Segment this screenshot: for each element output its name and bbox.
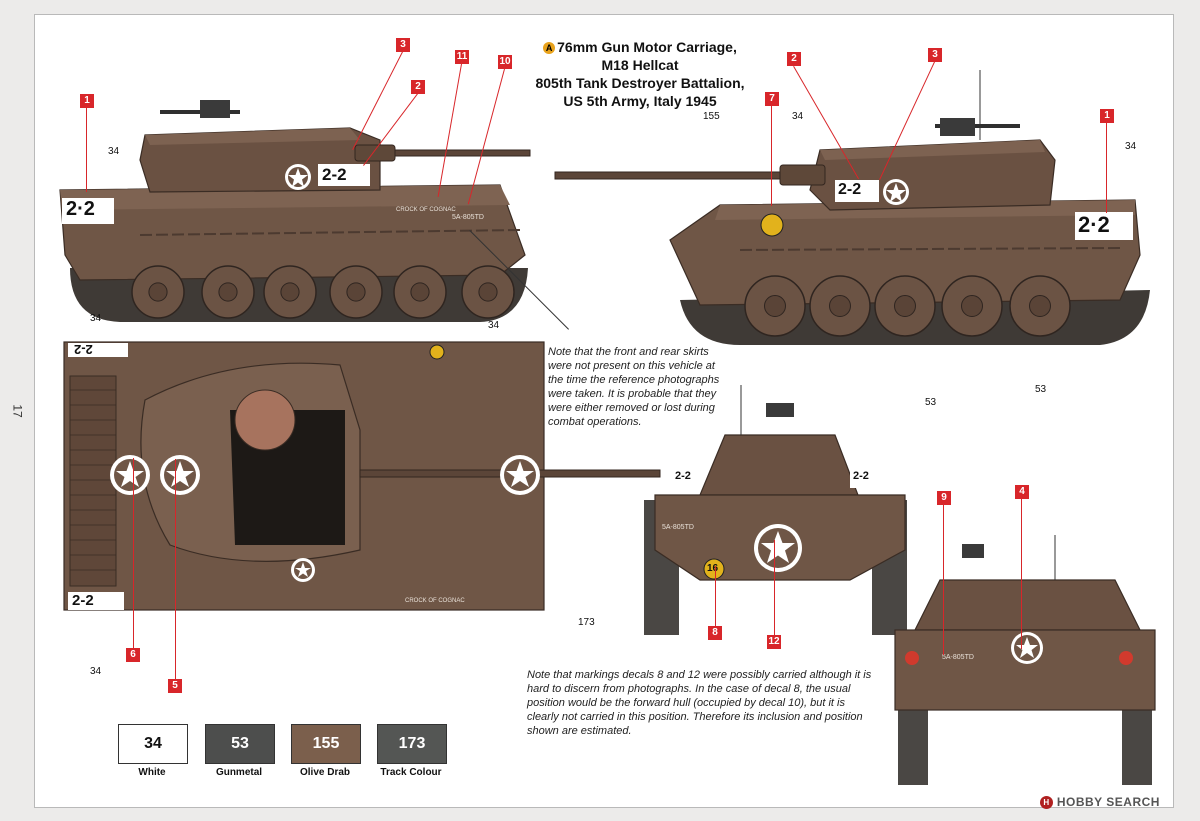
paint-ref: 53	[1035, 384, 1047, 395]
decal-tag: 12	[767, 635, 781, 649]
right-hull-number: 2·2	[1078, 212, 1110, 237]
colour-label: Olive Drab	[299, 767, 351, 778]
title-line-3: 805th Tank Destroyer Battalion,	[535, 75, 745, 91]
title-line-4: US 5th Army, Italy 1945	[563, 93, 717, 109]
title-line-1: 76mm Gun Motor Carriage,	[557, 39, 737, 55]
left-hull-number: 2·2	[66, 198, 95, 220]
leader-line	[771, 106, 772, 206]
decal-tag: 4	[1015, 485, 1029, 499]
colour-swatch-track: 173	[377, 724, 447, 764]
top-hull-number: 2-2	[72, 592, 94, 609]
watermark-logo-icon: H	[1040, 796, 1053, 809]
decal-tag: 7	[765, 92, 779, 106]
paint-ref: 155	[703, 111, 720, 122]
front-unit-code: 5A-805TD	[662, 524, 694, 531]
decal-tag: 9	[937, 491, 951, 505]
front-turret-number-right: 2-2	[853, 470, 869, 482]
leader-line	[1021, 499, 1022, 649]
decal-tag: 5	[168, 679, 182, 693]
paint-ref: 34	[488, 320, 500, 331]
decal-tag: 6	[126, 648, 140, 662]
skirts-note: Note that the front and rear skirts were…	[548, 346, 720, 428]
leader-line	[943, 505, 944, 655]
paint-ref: 34	[90, 313, 102, 324]
colour-swatch-olive-drab: 155	[291, 724, 361, 764]
paint-ref: 34	[1125, 141, 1137, 152]
decal-tag: 2	[787, 52, 801, 66]
decal-tag: 3	[396, 38, 410, 52]
right-turret-number: 2-2	[838, 181, 862, 198]
left-hull-name: CROCK OF COGNAC	[396, 207, 456, 213]
paint-ref: 34	[792, 111, 804, 122]
hobby-search-watermark: H HOBBY SEARCH	[1040, 795, 1160, 809]
colour-label: White	[138, 767, 166, 778]
paint-ref: 173	[578, 617, 595, 628]
decal-tag: 3	[928, 48, 942, 62]
colour-label: Gunmetal	[215, 767, 263, 778]
title-line-2: M18 Hellcat	[601, 57, 679, 73]
paint-ref: 34	[108, 146, 120, 157]
decal-tag: 2	[411, 80, 425, 94]
decal-tag: 10	[498, 55, 512, 69]
paint-ref: 34	[90, 666, 102, 677]
page-number: 17	[10, 404, 25, 418]
colour-swatch-gunmetal: 53	[205, 724, 275, 764]
decal-tag: 11	[455, 50, 469, 64]
watermark-text: HOBBY SEARCH	[1056, 795, 1160, 809]
paint-ref: 53	[925, 397, 937, 408]
leader-line	[774, 540, 775, 635]
rear-unit-code: 5A-805TD	[942, 654, 974, 661]
decals-note: Note that markings decals 8 and 12 were …	[527, 669, 872, 737]
top-hull-name: CROCK OF COGNAC	[405, 598, 465, 604]
decal-tag: 8	[708, 626, 722, 640]
leader-line	[133, 458, 134, 648]
leader-line	[1106, 123, 1107, 213]
front-bridge-class: 16	[707, 563, 719, 574]
leader-line	[715, 566, 716, 626]
top-rear-number: 2-2	[74, 342, 93, 357]
leader-line	[86, 108, 87, 192]
front-turret-number-left: 2-2	[675, 470, 691, 482]
colour-label: Track Colour	[380, 767, 442, 778]
decal-tag: 1	[80, 94, 94, 108]
colour-swatch-white: 34	[118, 724, 188, 764]
leader-line	[175, 459, 176, 679]
left-turret-number: 2-2	[322, 165, 347, 184]
left-unit-code: 5A-805TD	[452, 214, 484, 221]
decal-tag: 1	[1100, 109, 1114, 123]
scheme-badge: A	[543, 42, 556, 54]
